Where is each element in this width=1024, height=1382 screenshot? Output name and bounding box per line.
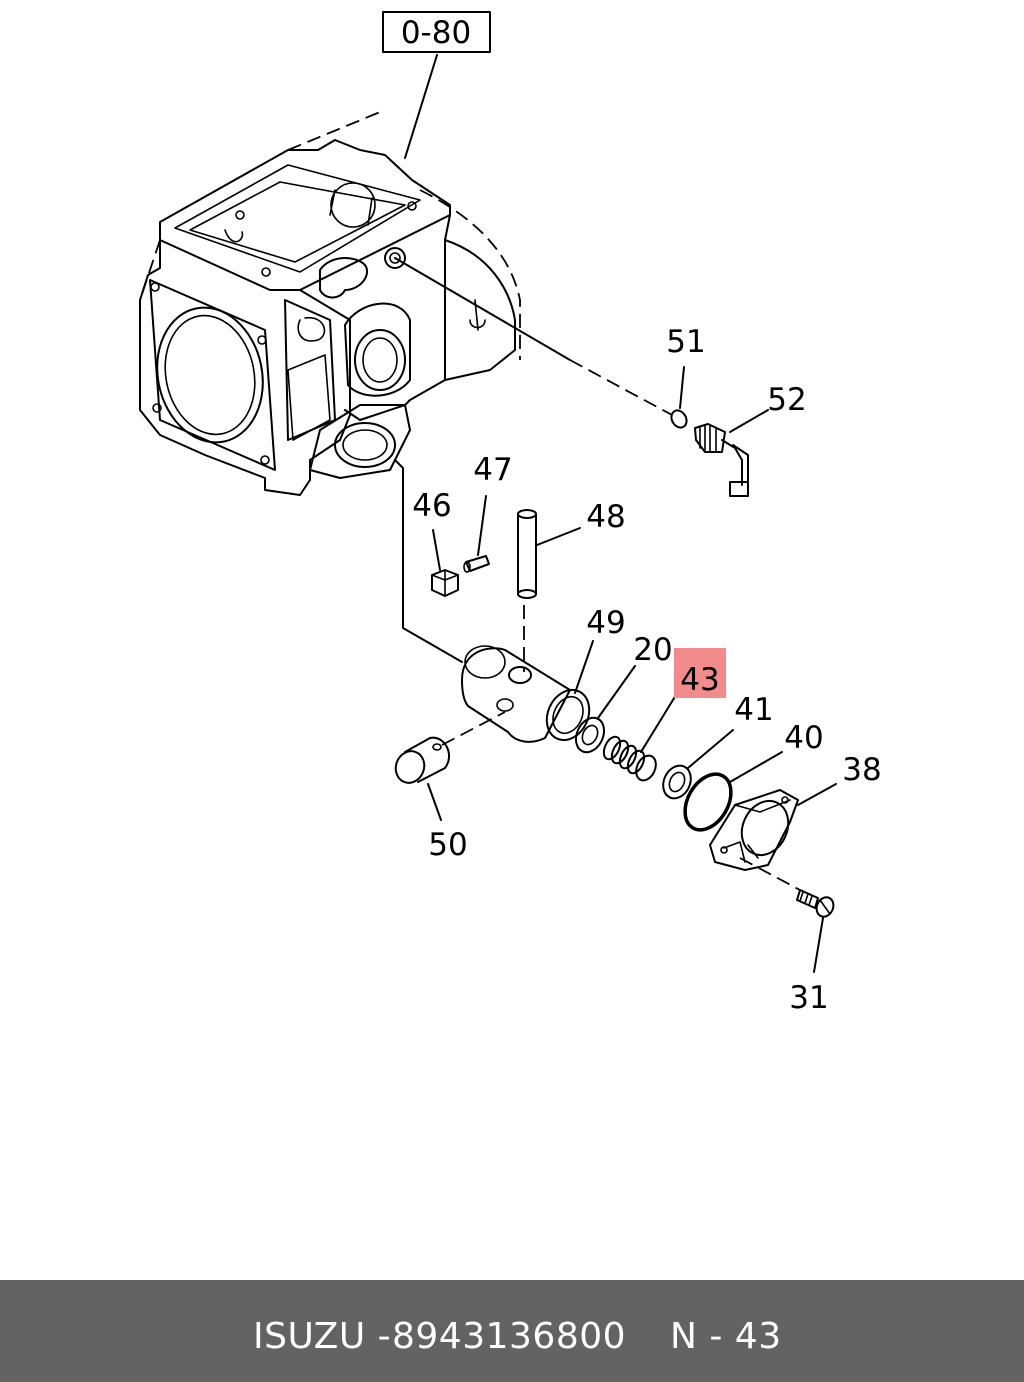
throttle-body-housing (139, 109, 521, 496)
reference-leader (404, 54, 438, 159)
footer-position: N - 43 (670, 1316, 782, 1357)
leader-40 (729, 751, 783, 783)
reference-label: 0-80 (401, 15, 471, 51)
part-41-ring[interactable] (658, 761, 696, 803)
callout-41[interactable]: 41 (734, 692, 773, 728)
leader-47 (477, 495, 487, 556)
bolt-axis (739, 857, 801, 891)
callout-38[interactable]: 38 (842, 752, 881, 788)
leader-52 (729, 409, 769, 433)
part-51-oring[interactable] (668, 408, 689, 431)
leader-46 (432, 529, 441, 571)
callout-43[interactable]: 43 (680, 662, 719, 698)
callout-46[interactable]: 46 (412, 488, 451, 524)
leader-41 (687, 729, 734, 769)
part-43-spring[interactable] (601, 734, 660, 783)
callout-50[interactable]: 50 (428, 827, 467, 863)
callout-52[interactable]: 52 (767, 382, 806, 418)
part-49-valve-body[interactable] (461, 645, 597, 747)
part-48-rod[interactable] (517, 509, 537, 599)
part-38-cover[interactable] (709, 789, 799, 871)
reference-box[interactable]: 0-80 (382, 11, 491, 53)
callout-20[interactable]: 20 (633, 632, 672, 668)
leader-38 (797, 783, 837, 806)
part-47-pin[interactable] (463, 555, 490, 573)
part-40-oring[interactable] (676, 766, 741, 838)
footer-brand: ISUZU - (253, 1316, 392, 1357)
leader-20 (597, 665, 636, 719)
callout-49[interactable]: 49 (586, 605, 625, 641)
callout-51[interactable]: 51 (666, 324, 705, 360)
footer-part-number: 8943136800 (392, 1316, 627, 1357)
shaft-line (394, 459, 463, 663)
part-31-bolt[interactable] (796, 889, 836, 919)
part-52-sensor[interactable] (694, 423, 749, 497)
callout-43-highlight (674, 648, 726, 698)
callout-48[interactable]: 48 (586, 499, 625, 535)
leader-43 (640, 694, 677, 753)
leader-49 (574, 640, 594, 694)
leader-50 (427, 783, 442, 821)
leader-51-solid (394, 257, 571, 361)
callout-47[interactable]: 47 (473, 452, 512, 488)
part-46-bracket[interactable] (431, 569, 459, 597)
leader-51-dash (569, 359, 673, 416)
callout-31[interactable]: 31 (789, 980, 828, 1016)
leader-31 (813, 917, 824, 973)
part-50-cap[interactable] (391, 736, 450, 787)
callout-40[interactable]: 40 (784, 720, 823, 756)
parts-diagram: 0-80 (139, 11, 882, 1016)
footer-bar: ISUZU - 8943136800 N - 43 (0, 1280, 1024, 1382)
cap-axis (441, 711, 506, 746)
leader-48 (536, 527, 581, 546)
leader-51 (679, 366, 685, 409)
